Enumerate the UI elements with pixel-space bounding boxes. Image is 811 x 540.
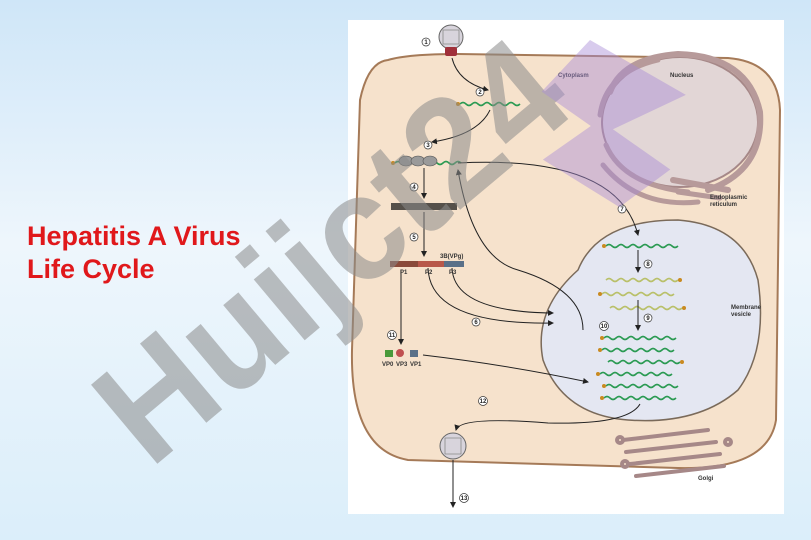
capsid-proteins: [385, 349, 418, 357]
endoplasmic-reticulum: [670, 177, 731, 201]
label-er-line2: reticulum: [710, 202, 737, 208]
step-10: 10: [601, 324, 608, 330]
life-cycle-diagram: 1 2 3 4 5 6 7 8 9 10 11 12 13: [350, 24, 782, 508]
cleaved-polyprotein: [390, 261, 464, 267]
label-p2: P2: [425, 270, 433, 276]
label-3b-vpg: 3B(VPg): [440, 254, 463, 260]
polyprotein: [391, 203, 457, 210]
title-line-2: Life Cycle: [27, 254, 155, 284]
step-11: 11: [389, 333, 396, 339]
label-golgi: Golgi: [698, 476, 714, 482]
step-markers: 1 2 3 4 5 6 7 8 9 10 11 12 13: [387, 37, 653, 503]
step-3: 3: [426, 143, 430, 149]
step-13: 13: [461, 496, 468, 502]
label-vp3: VP3: [396, 362, 408, 368]
rna-end-dots: [391, 102, 686, 400]
label-er-line1: Endoplasmic: [710, 195, 748, 201]
label-cytoplasm: Cytoplasm: [558, 73, 589, 79]
step-1: 1: [424, 40, 428, 46]
page-title: Hepatitis A Virus Life Cycle: [27, 220, 327, 286]
label-vp1: VP1: [410, 362, 422, 368]
step-5: 5: [412, 235, 416, 241]
label-vesicle-line1: Membrane: [731, 305, 762, 311]
step-4: 4: [412, 185, 416, 191]
label-vp0: VP0: [382, 362, 394, 368]
step-7: 7: [620, 207, 624, 213]
nucleus: [597, 50, 764, 206]
title-line-1: Hepatitis A Virus: [27, 221, 241, 251]
step-9: 9: [646, 316, 650, 322]
label-p3: P3: [449, 270, 457, 276]
rna-uncoated: [459, 101, 521, 107]
step-12: 12: [480, 399, 487, 405]
diagram-panel: 1 2 3 4 5 6 7 8 9 10 11 12 13: [348, 20, 784, 514]
step-8: 8: [646, 262, 650, 268]
label-vesicle-line2: vesicle: [731, 312, 752, 318]
pathway-arrows: [398, 57, 641, 508]
ribosomes: [398, 155, 438, 167]
label-p1: P1: [400, 270, 408, 276]
golgi: [615, 428, 733, 478]
virion-entry: [438, 24, 464, 56]
step-6: 6: [474, 320, 478, 326]
virion-exit: [439, 432, 467, 460]
label-nucleus: Nucleus: [670, 73, 694, 79]
step-2: 2: [478, 90, 482, 96]
